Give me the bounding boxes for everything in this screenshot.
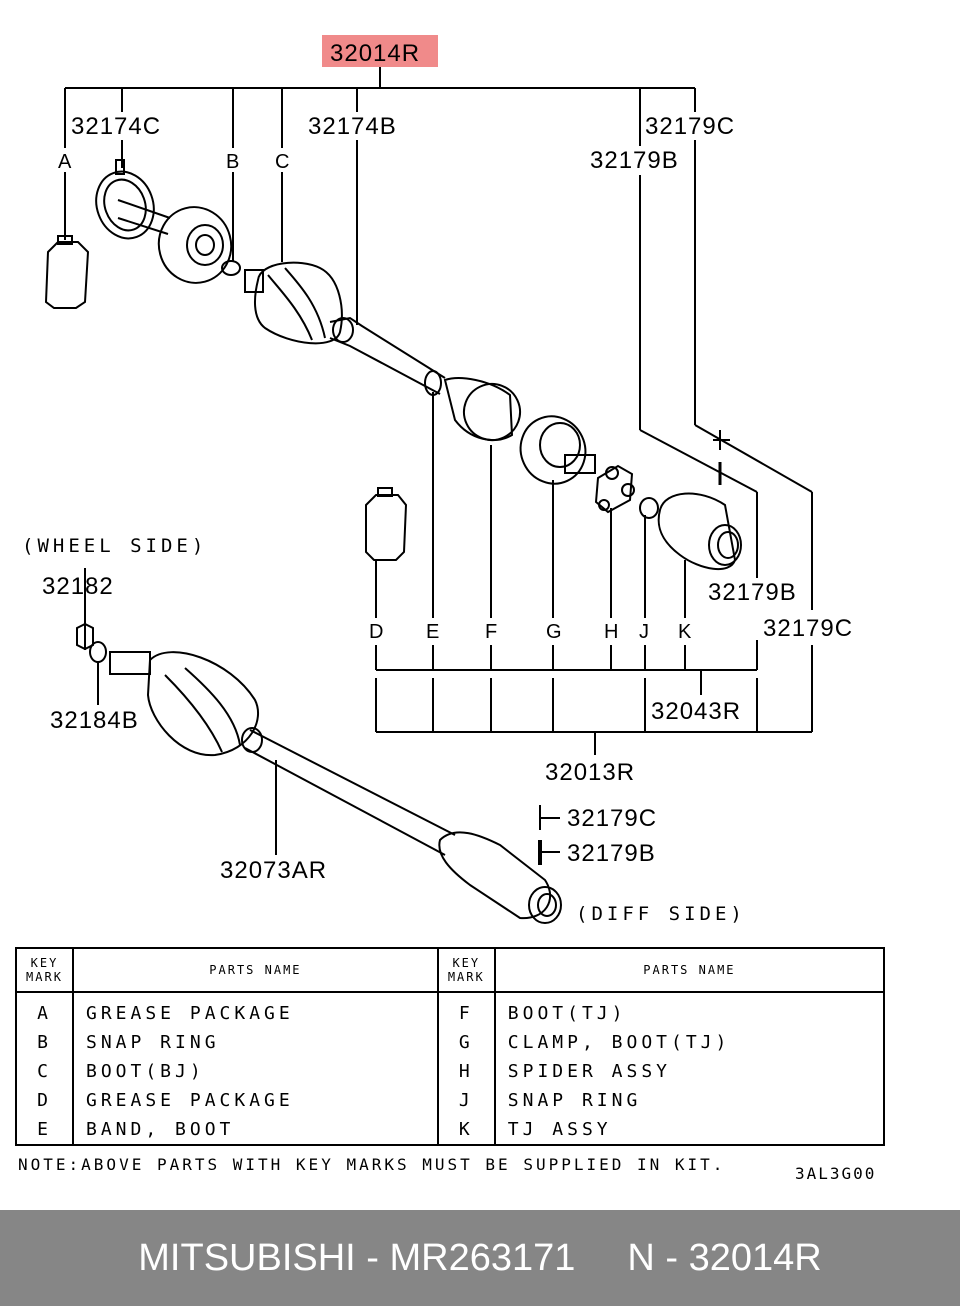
footer-bar: MITSUBISHI - MR263171 N - 32014R [0,1210,960,1306]
letter-J: J [639,621,649,643]
letter-C: C [275,151,289,173]
key-mark-cell: H [436,1057,496,1086]
kit-note: NOTE:ABOVE PARTS WITH KEY MARKS MUST BE … [18,1155,726,1174]
key-mark-cell: D [15,1086,74,1115]
letter-G: G [546,621,562,643]
callout-32179C-lower: 32179C [567,805,657,832]
wheel-side-label: (WHEEL SIDE) [22,535,207,557]
callout-32179C-right: 32179C [763,615,853,642]
callout-32174C: 32174C [71,113,161,140]
key-mark-header-text: MARK [447,970,485,984]
callout-32179B-right: 32179B [708,579,797,606]
callout-32043R: 32043R [651,698,741,725]
letter-D: D [369,621,383,643]
parts-name-cell: GREASE PACKAGE [72,1086,439,1115]
callout-32184B: 32184B [50,707,139,734]
key-mark-header-text: KEY [452,956,481,970]
highlight-box [322,35,438,67]
parts-name-header-right: PARTS NAME [493,948,886,993]
key-mark-cell: G [436,1028,496,1057]
parts-name-cell: TJ ASSY [493,1115,886,1145]
callout-32073AR: 32073AR [220,857,327,884]
parts-name-header-left: PARTS NAME [72,948,439,993]
callout-32179B-top: 32179B [590,147,679,174]
key-mark-cell: A [15,992,74,1028]
parts-name-cell: BOOT(BJ) [72,1057,439,1086]
parts-name-cell: CLAMP, BOOT(TJ) [493,1028,886,1057]
parts-name-cell: SPIDER ASSY [493,1057,886,1086]
key-mark-cell: C [15,1057,74,1086]
parts-name-cell: BAND, BOOT [72,1115,439,1145]
key-mark-cell: K [436,1115,496,1145]
key-mark-cell: B [15,1028,74,1057]
letter-H: H [604,621,618,643]
footer-brand-part: MITSUBISHI - MR263171 [138,1236,576,1279]
diff-side-label: (DIFF SIDE) [576,903,746,925]
callout-32179C-top: 32179C [645,113,735,140]
key-mark-cell: F [436,992,496,1028]
key-mark-cell: J [436,1086,496,1115]
footer-ref: N - 32014R [627,1236,822,1279]
letter-F: F [485,621,497,643]
letter-A: A [58,151,72,173]
key-mark-header-text: KEY [30,956,59,970]
callout-32013R: 32013R [545,759,635,786]
parts-name-cell: GREASE PACKAGE [72,992,439,1028]
letter-B: B [226,151,239,173]
parts-name-cell: SNAP RING [493,1086,886,1115]
parts-name-cell: BOOT(TJ) [493,992,886,1028]
callout-32179B-lower: 32179B [567,840,656,867]
callout-32174B: 32174B [308,113,397,140]
drawing-code: 3AL3G00 [795,1164,877,1183]
key-mark-header-text: MARK [26,970,63,984]
letter-K: K [678,621,692,643]
letter-E: E [426,621,439,643]
parts-name-cell: SNAP RING [72,1028,439,1057]
key-mark-cell: E [15,1115,74,1145]
parts-diagram: 32014R 32174C 32174B 32179C 32179B 32179… [22,35,853,925]
callout-32182: 32182 [42,573,114,600]
callout-32014R: 32014R [330,40,420,67]
